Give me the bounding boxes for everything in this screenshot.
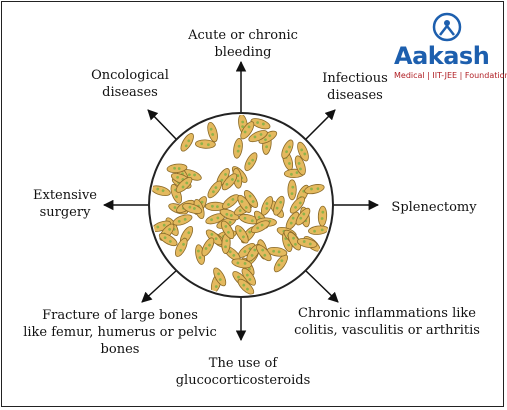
label-extensive-surgery: Extensive surgery — [20, 187, 110, 221]
platelet-cell — [207, 180, 223, 199]
label-line: surgery — [39, 205, 91, 220]
label-line: like femur, humerus or pelvic — [23, 325, 217, 340]
platelet-cell — [295, 207, 311, 226]
platelet-cell — [180, 133, 194, 152]
platelet-cell — [297, 141, 309, 162]
label-line: colitis, vasculitis or arthritis — [294, 323, 480, 338]
platelet-cell — [207, 122, 218, 143]
label-line: Extensive — [33, 188, 97, 203]
label-line: bleeding — [214, 45, 272, 60]
platelet-cell — [195, 139, 216, 149]
platelet-cell — [287, 231, 302, 251]
platelet-cell — [219, 208, 240, 221]
label-line: diseases — [102, 85, 158, 100]
platelet-cell — [244, 152, 258, 172]
platelet-cell — [175, 237, 188, 257]
label-fracture-of-large-bones: Fracture of large bones like femur, hume… — [20, 307, 220, 358]
platelet-cell — [235, 225, 249, 244]
label-oncological-diseases: Oncological diseases — [80, 67, 180, 101]
platelet-cell — [273, 195, 285, 216]
label-acute-or-chronic-bleeding: Acute or chronic bleeding — [178, 27, 308, 61]
platelet-cell — [258, 130, 278, 144]
label-glucocorticosteroids: The use of glucocorticosteroids — [168, 355, 318, 389]
arrow-to-top-right — [304, 109, 336, 141]
platelet-cell — [308, 225, 329, 235]
label-line: Fracture of large bones — [42, 308, 198, 323]
label-line: Acute or chronic — [188, 28, 298, 43]
label-line: Chronic inflammations like — [298, 306, 476, 321]
platelet-cell — [287, 179, 297, 201]
platelet-cell — [175, 177, 193, 193]
label-line: glucocorticosteroids — [175, 373, 311, 388]
platelet-cell — [158, 232, 178, 247]
platelet-cell — [172, 214, 193, 226]
label-line: Splenectomy — [391, 200, 477, 215]
platelet-cell — [237, 194, 252, 213]
label-line: Oncological — [91, 68, 169, 83]
label-splenectomy: Splenectomy — [384, 199, 484, 216]
platelet-cell — [151, 185, 171, 196]
platelet-cell — [213, 267, 227, 287]
platelet-cell — [296, 237, 318, 249]
arrow-to-bottom-right — [304, 269, 339, 303]
platelet-cell — [304, 184, 325, 195]
label-line: diseases — [327, 88, 383, 103]
platelet-cell — [250, 220, 270, 234]
platelet-cell — [261, 196, 273, 216]
platelet-cell — [250, 118, 271, 130]
platelet-cell — [281, 139, 294, 159]
aakash-logo: Aakash Medical | IIT-JEE | Foundations — [394, 10, 507, 85]
platelet-cell — [232, 168, 243, 189]
platelet-cell — [166, 163, 188, 174]
arrow-to-top-left — [147, 109, 178, 141]
platelet-cell — [289, 196, 305, 214]
platelet-cell — [231, 258, 252, 269]
platelet-cell — [248, 130, 268, 143]
platelet-cell — [240, 121, 255, 140]
label-line: bones — [100, 342, 140, 357]
platelet-cell — [256, 244, 272, 262]
aakash-logo-mark-icon — [432, 12, 462, 42]
arrow-to-bottom-left — [141, 269, 178, 303]
platelet-cell — [238, 214, 260, 225]
platelet-cell — [201, 237, 215, 257]
label-line: Infectious — [322, 71, 388, 86]
logo-wordmark: Aakash — [394, 42, 490, 70]
platelet-cell — [294, 155, 306, 176]
platelet-cell — [317, 205, 328, 227]
platelet-cell — [273, 254, 288, 273]
platelet-cell — [233, 138, 243, 159]
platelet-cell — [221, 233, 231, 254]
logo-tagline: Medical | IIT-JEE | Foundations — [394, 71, 507, 80]
label-line: The use of — [208, 356, 278, 371]
platelet-cell — [221, 173, 238, 191]
label-chronic-inflammations: Chronic inflammations like colitis, vasc… — [282, 305, 492, 339]
platelet-cell — [220, 220, 235, 240]
label-infectious-diseases: Infectious diseases — [310, 70, 400, 104]
platelet-cell — [237, 278, 255, 295]
platelet-cell — [182, 203, 203, 214]
